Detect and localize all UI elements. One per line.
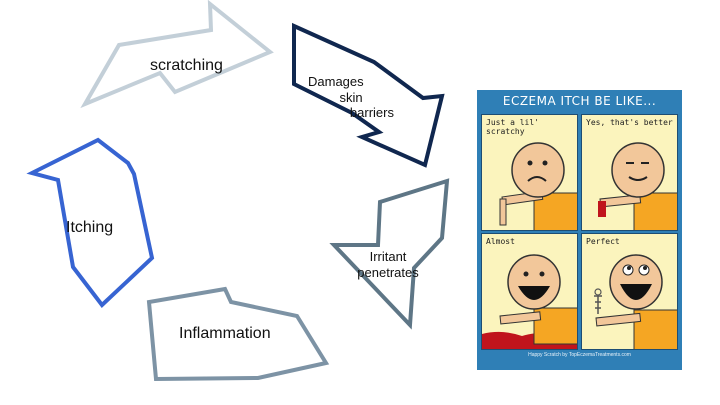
comic-panel-2: Yes, that's better xyxy=(581,114,678,231)
cartoon-character-illustration xyxy=(499,142,577,230)
label-line: skin xyxy=(339,89,363,105)
comic-panel-4: Perfect xyxy=(581,233,678,350)
label-line: penetrates xyxy=(357,265,419,281)
comic-title: ECZEMA ITCH BE LIKE... xyxy=(502,94,657,108)
label-line: Damages xyxy=(308,74,364,89)
eczema-cycle-diagram xyxy=(26,0,450,382)
cartoon-character-illustration xyxy=(594,254,677,349)
arrow-scratching xyxy=(80,0,274,109)
arrow-itching xyxy=(26,137,155,308)
panel-caption: Just a lil' scratchy xyxy=(486,118,539,136)
panel-caption: Yes, that's better xyxy=(586,118,673,127)
cartoon-character-illustration xyxy=(482,254,577,349)
eczema-comic: ECZEMA ITCH BE LIKE... Just a lil' scrat… xyxy=(477,90,682,370)
arrow-irritant-penetrates xyxy=(329,178,450,330)
label-line: barriers xyxy=(349,105,394,121)
panel-caption: Almost xyxy=(486,237,515,246)
label-damages-skin-barriers: Damages skin barriers xyxy=(308,74,394,121)
comic-panel-1: Just a lil' scratchy xyxy=(481,114,578,231)
label-scratching: scratching xyxy=(150,57,223,74)
label-line: Irritant xyxy=(369,249,407,264)
cartoon-character-illustration xyxy=(598,142,677,230)
panel-caption: Perfect xyxy=(586,237,620,246)
label-itching: Itching xyxy=(66,219,114,236)
label-irritant-penetrates: Irritant penetrates xyxy=(350,249,426,282)
comic-panel-3: Almost xyxy=(481,233,578,350)
comic-footer: Happy Scratch by TopEczemaTreatments.com xyxy=(528,352,631,358)
arrow-inflammation xyxy=(146,286,330,382)
label-inflammation: Inflammation xyxy=(179,325,271,342)
arrow-damages-skin-barriers xyxy=(292,22,445,168)
